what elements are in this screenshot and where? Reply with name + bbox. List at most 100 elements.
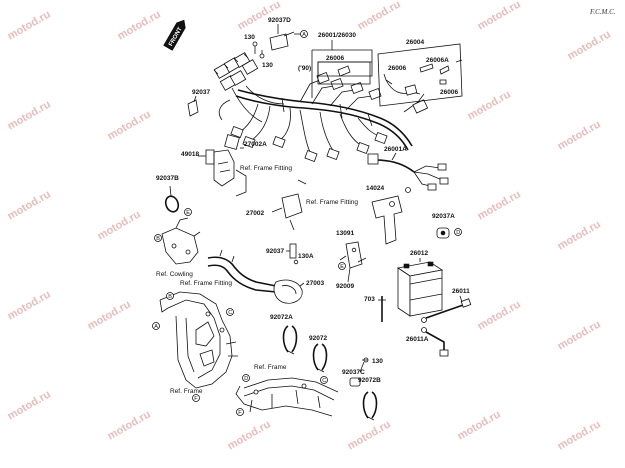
label-92072: 92072 xyxy=(309,335,327,342)
handwritten-note: F.C.M.C. xyxy=(589,8,616,16)
label-92037-mid: 92037 xyxy=(266,248,284,255)
label-26006-b: 26006 xyxy=(388,65,406,72)
marker-b-left-label: B xyxy=(156,236,160,242)
relay-bracket-27002a xyxy=(198,134,247,197)
marker-a-top xyxy=(300,30,308,38)
watermark-19: motod.ru xyxy=(6,388,53,422)
marker-c-mid-label: C xyxy=(322,378,326,384)
marker-a-frame-label: A xyxy=(154,324,158,330)
strap-92037b-icon xyxy=(164,185,180,213)
label-ref-frame-1: Ref. Frame xyxy=(170,388,203,395)
marker-f-frame xyxy=(192,394,200,402)
watermark-4: motod.ru xyxy=(356,0,403,33)
battery-26012-icon xyxy=(396,261,444,317)
harness-26001a xyxy=(367,153,449,191)
watermark-5: motod.ru xyxy=(476,0,523,33)
regulator-27003 xyxy=(207,249,303,304)
label-ref-frame-fitting-3: Ref. Frame Fitting xyxy=(180,280,232,287)
watermark-18: motod.ru xyxy=(556,318,603,352)
watermark-24: motod.ru xyxy=(556,418,603,452)
watermark-6: motod.ru xyxy=(566,28,613,62)
watermark-2: motod.ru xyxy=(116,8,163,42)
label-26006-c: 26006 xyxy=(440,89,458,96)
label-ref-frame-2: Ref. Frame xyxy=(254,364,287,371)
label-14024: 14024 xyxy=(366,185,384,192)
marker-d-label: D xyxy=(456,230,460,236)
label-26012: 26012 xyxy=(410,250,428,257)
label-92009: 92009 xyxy=(336,283,354,290)
cable-26011 xyxy=(421,295,472,323)
cable-26011a xyxy=(421,327,449,357)
connector-cluster-icon xyxy=(213,52,259,91)
box-26006-90 xyxy=(311,49,373,98)
watermark-12: motod.ru xyxy=(96,208,143,242)
strap-92072a-icon xyxy=(282,325,298,355)
label-92072a: 92072A xyxy=(270,314,293,321)
bracket-14024 xyxy=(371,187,411,245)
marker-f-lower-label: F xyxy=(238,410,242,416)
marker-e-mid xyxy=(338,262,346,270)
label-130-a: 130 xyxy=(244,34,255,41)
marker-d-lower-label: D xyxy=(244,376,248,382)
marker-d-lower xyxy=(242,374,250,382)
watermark-10: motod.ru xyxy=(556,118,603,152)
strap-92072-icon xyxy=(312,343,328,373)
watermark-9: motod.ru xyxy=(466,88,513,122)
marker-c-frame-label: C xyxy=(228,310,232,316)
marker-e-left-label: E xyxy=(186,210,190,216)
marker-f-frame-label: F xyxy=(194,396,198,402)
label-26011a: 26011A xyxy=(406,336,429,343)
label-92037-top: 92037 xyxy=(192,89,210,96)
strap-92072b-icon xyxy=(362,391,378,421)
label-26001-26030: 26001/26030 xyxy=(318,32,356,39)
watermark-13: motod.ru xyxy=(476,188,523,222)
frame-outline-left xyxy=(159,291,238,389)
label-27002a: 27002A xyxy=(244,141,267,148)
frame-outline-lower xyxy=(235,377,339,417)
marker-a-frame xyxy=(152,322,160,330)
label-year-90: ('90) xyxy=(298,65,311,72)
label-130-c: 130 xyxy=(372,358,383,365)
watermark-16: motod.ru xyxy=(86,298,133,332)
watermark-7: motod.ru xyxy=(6,98,53,132)
watermark-17: motod.ru xyxy=(476,298,523,332)
marker-b-frame xyxy=(166,292,174,300)
main-harness xyxy=(213,52,429,162)
label-130-b: 130 xyxy=(262,62,273,69)
bracket-cowling xyxy=(161,217,201,265)
marker-c-mid xyxy=(320,376,328,384)
clip-92037d-icon xyxy=(252,31,295,59)
label-27003: 27003 xyxy=(306,280,324,287)
marker-b-frame-label: B xyxy=(168,294,172,300)
bracket-13091 xyxy=(339,241,367,269)
watermark-11: motod.ru xyxy=(6,188,53,222)
marker-e-left xyxy=(184,208,192,216)
front-arrow-icon: FRONT xyxy=(163,19,186,51)
relay-27002 xyxy=(271,179,307,231)
watermark-1: motod.ru xyxy=(6,8,53,42)
label-703: 703 xyxy=(364,296,375,303)
watermark-22: motod.ru xyxy=(346,418,393,452)
label-ref-frame-fitting-2: Ref. Frame Fitting xyxy=(306,199,358,206)
label-92072b: 92072B xyxy=(358,377,381,384)
marker-f-lower xyxy=(236,408,244,416)
marker-d xyxy=(454,228,462,236)
label-26006a: 26006A xyxy=(426,57,449,64)
marker-a-top-label: A xyxy=(302,32,306,38)
label-26001a: 26001A xyxy=(384,146,407,153)
watermark-15: motod.ru xyxy=(6,288,53,322)
label-26011: 26011 xyxy=(452,288,470,295)
label-92037a: 92037A xyxy=(432,213,455,220)
watermark-20: motod.ru xyxy=(106,408,153,442)
marker-e-mid-label: E xyxy=(340,264,344,270)
label-27002: 27002 xyxy=(246,210,264,217)
label-49018: 49018 xyxy=(181,151,199,158)
label-ref-cowling: Ref. Cowling xyxy=(156,271,193,278)
watermark-14: motod.ru xyxy=(556,218,603,252)
label-92037c: 92037C xyxy=(342,369,365,376)
box-26004 xyxy=(377,43,463,107)
label-130a: 130A xyxy=(298,253,314,260)
label-92037b: 92037B xyxy=(156,175,179,182)
marker-c-frame xyxy=(226,308,234,316)
